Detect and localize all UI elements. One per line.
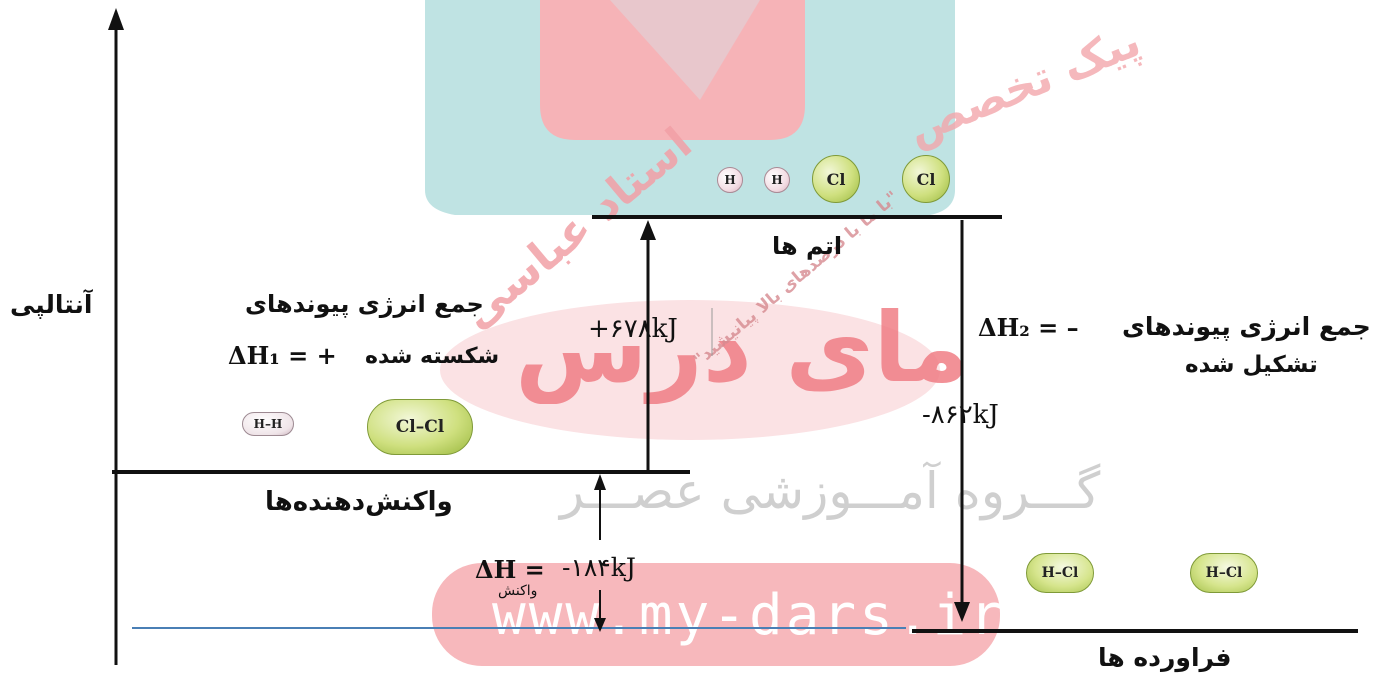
formed-bonds-subtitle: تشکیل شده: [1185, 352, 1318, 378]
reaction-arrow-down-head: [594, 618, 606, 632]
formed-delta-h2: ΔH₂ = –: [978, 313, 1079, 342]
formed-energy-value: -۸۶۲kJ: [922, 400, 999, 430]
watermark-url: www.my-dars.ir: [492, 583, 1007, 648]
atoms-level-label: اتم ها: [772, 232, 843, 260]
watermark-logo-mark: [610, 0, 760, 100]
reaction-arrow-up-head: [594, 474, 606, 490]
reaction-subscript: واکنش: [498, 583, 538, 599]
bond-formation-arrowhead: [954, 602, 970, 622]
watermark-brand: مای درس: [515, 292, 969, 404]
chlorine-atom: Cl: [902, 155, 950, 203]
reaction-energy-value: -۱۸۴kJ: [562, 553, 636, 582]
broken-bonds-title: جمع انرژی پیوندهای: [245, 290, 484, 318]
enthalpy-axis-arrowhead: [108, 8, 124, 30]
hcl-molecule: H–Cl: [1026, 553, 1094, 593]
formed-bonds-title: جمع انرژی پیوندهای: [1122, 312, 1371, 341]
reaction-delta-h: ΔH =: [475, 555, 545, 584]
enthalpy-axis-label: آنتالپی: [10, 290, 93, 319]
chlorine-atom: Cl: [812, 155, 860, 203]
broken-delta-h1: ΔH₁ = +: [228, 341, 337, 370]
reactants-level-label: واکنش‌دهنده‌ها: [265, 487, 453, 517]
broken-bonds-subtitle: شکسته شده: [365, 344, 500, 369]
hcl-molecule: H–Cl: [1190, 553, 1258, 593]
watermark-brand-blob: [440, 300, 940, 440]
watermark-url-pill: [432, 563, 1000, 666]
bond-breaking-arrowhead: [640, 220, 656, 240]
hydrogen-atom: H: [717, 167, 743, 193]
broken-energy-value: +۶۷۸kJ: [588, 314, 678, 344]
h2-molecule: H–H: [242, 412, 294, 436]
products-level-label: فراورده ها: [1098, 643, 1232, 672]
cl2-molecule: Cl–Cl: [367, 399, 473, 455]
hydrogen-atom: H: [764, 167, 790, 193]
